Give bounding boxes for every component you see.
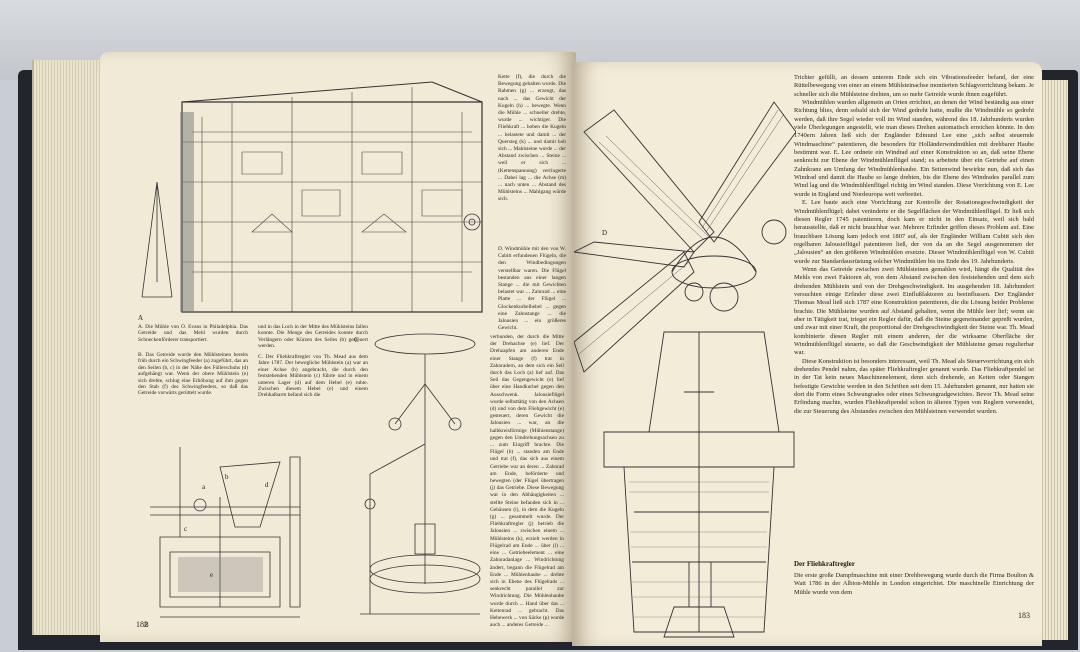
- caption-b: B. Das Getreide wurde den Mühlsteinen be…: [138, 352, 248, 397]
- section-heading: Der Fliehkraftregler: [794, 560, 855, 568]
- paragraph-2: Windmühlen wurden allgemein an Orten err…: [794, 99, 1034, 198]
- figure-b-label-b: b: [225, 473, 229, 481]
- page-number-right: 183: [1018, 611, 1030, 620]
- figure-b-label-a: a: [202, 483, 206, 491]
- figure-c-governor: C: [354, 324, 490, 624]
- caption-b-continued: und in das Loch in der Mitte des Mühlste…: [258, 324, 368, 350]
- figure-d-label: D: [602, 229, 607, 237]
- paragraph-4: Wenn das Getreide zwischen zwei Mühlstei…: [794, 265, 1034, 357]
- figure-b-label-c: c: [184, 525, 187, 533]
- paragraph-3: E. Lee baute auch eine Vorrichtung zur K…: [794, 199, 1034, 265]
- figure-b-label-d: d: [265, 481, 269, 489]
- page-number-left: 182: [136, 620, 148, 629]
- figure-b-label: B: [144, 621, 149, 629]
- figure-b-feeder: B a b c d e: [144, 427, 320, 629]
- caption-a: A. Die Mühle von O. Evans in Philadelphi…: [138, 324, 248, 343]
- figure-c-label: C: [354, 336, 359, 344]
- paragraph-5: Diese Konstruktion ist besonders interes…: [794, 357, 1034, 415]
- figure-a-mill-section: A: [138, 72, 492, 322]
- right-body-text: Trichter gefüllt, an dessen unterem Ende…: [794, 74, 1034, 554]
- page-block-right: [1040, 80, 1068, 640]
- caption-c: C. Der Fliehkraftregler von Th. Mead aus…: [258, 354, 368, 399]
- right-page: D Trichter gefüllt, an dessen unterem En…: [572, 62, 1042, 646]
- figure-b-label-e: e: [210, 571, 213, 579]
- figure-a-label: A: [138, 314, 143, 322]
- left-text-bottom: verbunden, der durch die Mitte der Dreha…: [490, 334, 564, 626]
- paragraph-1: Trichter gefüllt, an dessen unterem Ende…: [794, 74, 1034, 98]
- left-text-figure-d: D. Windmühle mit den von W. Cubitt erfun…: [498, 246, 566, 332]
- left-text-top: Kette (f), die durch die Bewegung gehalt…: [498, 74, 566, 203]
- section-paragraph: Die erste große Dampfmaschine mit einer …: [794, 572, 1034, 596]
- figure-d-windmill: D: [574, 92, 796, 644]
- left-page: A Kette (f), die durch die Bewegung geha…: [100, 52, 576, 642]
